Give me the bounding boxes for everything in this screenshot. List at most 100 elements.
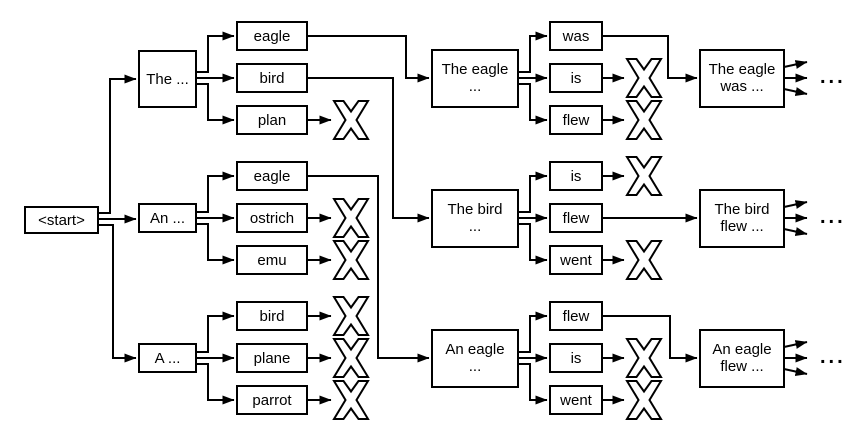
- node-word-parrot-label: parrot: [252, 392, 292, 409]
- pruned-x-icon-went2: [626, 240, 662, 280]
- node-word-flew1: [549, 105, 603, 135]
- edge-aneagle-to-flew: [518, 311, 548, 353]
- edge-flew-to-aneagleflew: [602, 315, 698, 363]
- node-phrase-an-eagle-flew-line1: An eagle: [712, 341, 771, 358]
- edge-a-to-bird: [196, 311, 235, 353]
- node-word-plan: [236, 105, 308, 135]
- node-an: [138, 203, 197, 233]
- node-word-was-label: was: [562, 28, 590, 45]
- node-a: [138, 343, 197, 373]
- edge-eagle1-to-the-eagle: [307, 35, 430, 83]
- node-word-eagle1-label: eagle: [254, 28, 291, 45]
- edge-thebird-to-is: [518, 171, 548, 213]
- continuation-ellipsis-2: ...: [820, 206, 846, 228]
- node-word-emu-label: emu: [257, 252, 286, 269]
- node-word-is1: [549, 63, 603, 93]
- node-word-plane-label: plane: [254, 350, 291, 367]
- pruned-x-icon-is3: [626, 338, 662, 378]
- node-word-is2-label: is: [571, 168, 582, 185]
- node-the: [138, 50, 197, 108]
- node-word-emu: [236, 245, 308, 275]
- node-word-went2: [549, 245, 603, 275]
- node-phrase-the-bird-line1: The bird: [447, 201, 502, 218]
- node-word-is1-label: is: [571, 70, 582, 87]
- pruned-x-icon-is2: [626, 156, 662, 196]
- node-word-bird1-label: bird: [259, 70, 284, 87]
- node-the-label: The ...: [146, 71, 189, 88]
- node-an-label: An ...: [150, 210, 185, 227]
- pruned-x-icon-plane: [333, 338, 369, 378]
- node-word-flew2-label: flew: [563, 210, 590, 227]
- edge-start-to-the: [98, 74, 137, 214]
- node-word-ostrich: [236, 203, 308, 233]
- node-word-went2-label: went: [559, 252, 593, 269]
- node-phrase-the-bird-flew-line1: The bird: [714, 201, 769, 218]
- edge-theeaglewas-out-1: [783, 60, 808, 69]
- node-phrase-the-bird-line2: ...: [469, 218, 482, 235]
- edge-aneagle-to-went: [518, 363, 548, 405]
- edge-was-to-theeaglewas: [602, 35, 698, 83]
- edge-thebirdflew-out-1: [783, 200, 808, 209]
- edge-thebird-to-went: [518, 223, 548, 265]
- node-word-plan-label: plan: [258, 112, 286, 129]
- node-word-is3-label: is: [571, 350, 582, 367]
- node-phrase-the-bird: [431, 189, 519, 248]
- pruned-x-icon-went3: [626, 380, 662, 420]
- edge-theeagle-to-was: [518, 31, 548, 73]
- node-phrase-the-eagle-line2: ...: [469, 78, 482, 95]
- node-start-label: <start>: [38, 212, 85, 229]
- edge-aneagleflew-out-1: [783, 340, 808, 349]
- node-phrase-an-eagle-line1: An eagle: [445, 341, 504, 358]
- node-word-went3-label: went: [559, 392, 593, 409]
- node-phrase-an-eagle-line2: ...: [469, 358, 482, 375]
- pruned-x-icon-ostrich: [333, 198, 369, 238]
- edge-a-to-parrot: [196, 363, 235, 405]
- edge-an-to-eagle: [196, 171, 235, 213]
- node-word-flew3: [549, 301, 603, 331]
- continuation-ellipsis-3: ...: [820, 346, 846, 368]
- node-word-bird3-label: bird: [259, 308, 284, 325]
- pruned-x-icon-bird3: [333, 296, 369, 336]
- edge-thebirdflew-out-3: [783, 227, 808, 236]
- edge-aneagleflew-out-3: [783, 367, 808, 376]
- node-word-flew1-label: flew: [563, 112, 590, 129]
- pruned-x-icon-plan: [333, 100, 369, 140]
- node-phrase-the-eagle: [431, 49, 519, 108]
- node-phrase-an-eagle-flew: [699, 329, 785, 388]
- node-word-is3: [549, 343, 603, 373]
- node-word-eagle2-label: eagle: [254, 168, 291, 185]
- node-phrase-the-eagle-was-line1: The eagle: [709, 61, 776, 78]
- node-word-ostrich-label: ostrich: [250, 210, 294, 227]
- edge-an-to-emu: [196, 223, 235, 265]
- pruned-x-icon-flew1: [626, 100, 662, 140]
- node-word-parrot: [236, 385, 308, 415]
- node-phrase-the-eagle-line1: The eagle: [442, 61, 509, 78]
- node-phrase-the-eagle-was-line2: was ...: [719, 78, 763, 95]
- pruned-x-icon-is1: [626, 58, 662, 98]
- node-word-plane: [236, 343, 308, 373]
- node-start: [24, 206, 99, 234]
- node-word-flew3-label: flew: [563, 308, 590, 325]
- node-phrase-an-eagle: [431, 329, 519, 388]
- pruned-x-icon-emu: [333, 240, 369, 280]
- node-word-was: [549, 21, 603, 51]
- edge-start-to-a: [98, 224, 137, 363]
- continuation-ellipsis-1: ...: [820, 66, 846, 88]
- node-word-flew2: [549, 203, 603, 233]
- node-a-label: A ...: [155, 350, 181, 367]
- edge-theeaglewas-out-3: [783, 87, 808, 96]
- edge-eagle2-to-an-eagle: [307, 175, 430, 363]
- edge-theeagle-to-flew: [518, 83, 548, 125]
- node-word-eagle2: [236, 161, 308, 191]
- edge-the-to-plan: [196, 83, 235, 125]
- node-word-bird3: [236, 301, 308, 331]
- node-phrase-the-eagle-was: [699, 49, 785, 108]
- edge-the-to-eagle: [196, 31, 235, 73]
- node-word-went3: [549, 385, 603, 415]
- node-phrase-the-bird-flew-line2: flew ...: [720, 218, 763, 235]
- node-word-is2: [549, 161, 603, 191]
- node-word-bird1: [236, 63, 308, 93]
- node-phrase-the-bird-flew: [699, 189, 785, 248]
